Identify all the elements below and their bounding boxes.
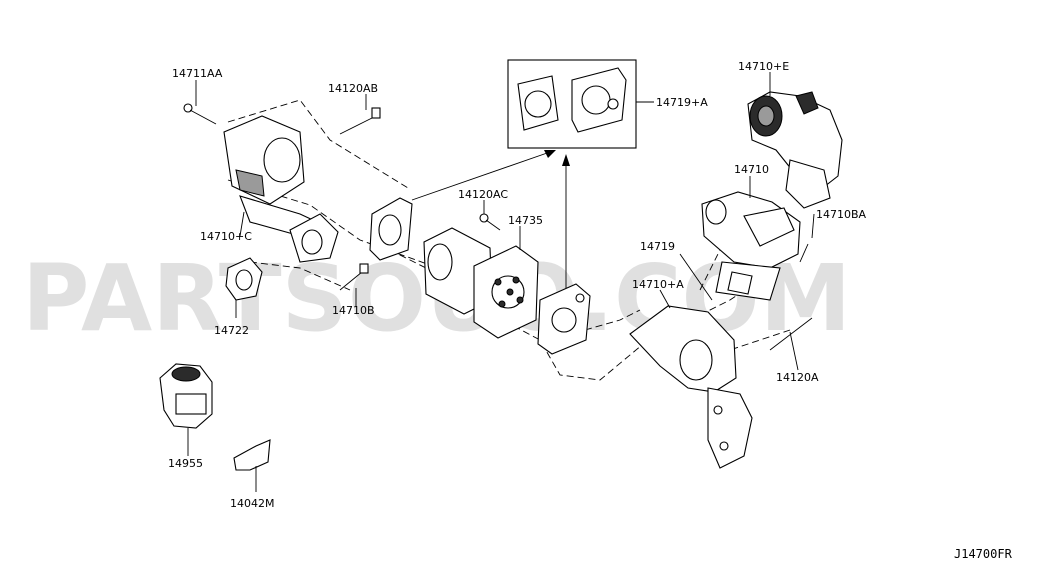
egr-tube-14710A[interactable] <box>629 305 753 469</box>
label-14735[interactable]: 14735 <box>508 214 543 227</box>
egr-valve-14710E[interactable] <box>747 91 843 209</box>
bolt-14710BA[interactable] <box>799 243 809 263</box>
bolt-14711AA[interactable] <box>183 103 217 125</box>
label-14710BA[interactable]: 14710BA <box>816 208 867 221</box>
arrows <box>411 150 570 290</box>
leader-lines <box>187 72 815 492</box>
gasket-14719[interactable] <box>715 261 781 301</box>
bolt-14120AC[interactable] <box>479 213 501 231</box>
egr-cooler-14735[interactable] <box>423 227 539 339</box>
label-14710C[interactable]: 14710+C <box>200 230 252 243</box>
bracket-flange[interactable] <box>289 213 339 263</box>
label-14120A[interactable]: 14120A <box>776 371 819 384</box>
label-14711AA[interactable]: 14711AA <box>172 67 223 80</box>
bolt-14710B[interactable] <box>339 263 369 291</box>
gasket-kit-box[interactable] <box>507 59 637 149</box>
gasket-14722[interactable] <box>225 257 263 301</box>
label-14710A[interactable]: 14710+A <box>632 278 684 291</box>
label-14710[interactable]: 14710 <box>734 163 769 176</box>
label-14722[interactable]: 14722 <box>214 324 249 337</box>
gasket-right[interactable] <box>537 283 591 355</box>
egr-valve-body-14710[interactable] <box>701 191 801 269</box>
stud-14120AB[interactable] <box>339 107 381 135</box>
part-labels: 14711AA 14120AB 14710+E 14719+A 14710 14… <box>168 60 867 510</box>
stud-14120A[interactable] <box>769 317 813 351</box>
gasket-mid[interactable] <box>369 197 413 261</box>
label-14719[interactable]: 14719 <box>640 240 675 253</box>
diagram-code: J14700FR <box>954 547 1013 561</box>
bracket-14042M[interactable] <box>233 439 271 471</box>
label-14710B[interactable]: 14710B <box>332 304 375 317</box>
label-14710E[interactable]: 14710+E <box>738 60 789 73</box>
label-14955[interactable]: 14955 <box>168 457 203 470</box>
label-14042M[interactable]: 14042M <box>230 497 274 510</box>
solenoid-14955[interactable] <box>159 363 213 429</box>
label-14120AB[interactable]: 14120AB <box>328 82 378 95</box>
label-14120AC[interactable]: 14120AC <box>458 188 508 201</box>
label-14719A[interactable]: 14719+A <box>656 96 708 109</box>
